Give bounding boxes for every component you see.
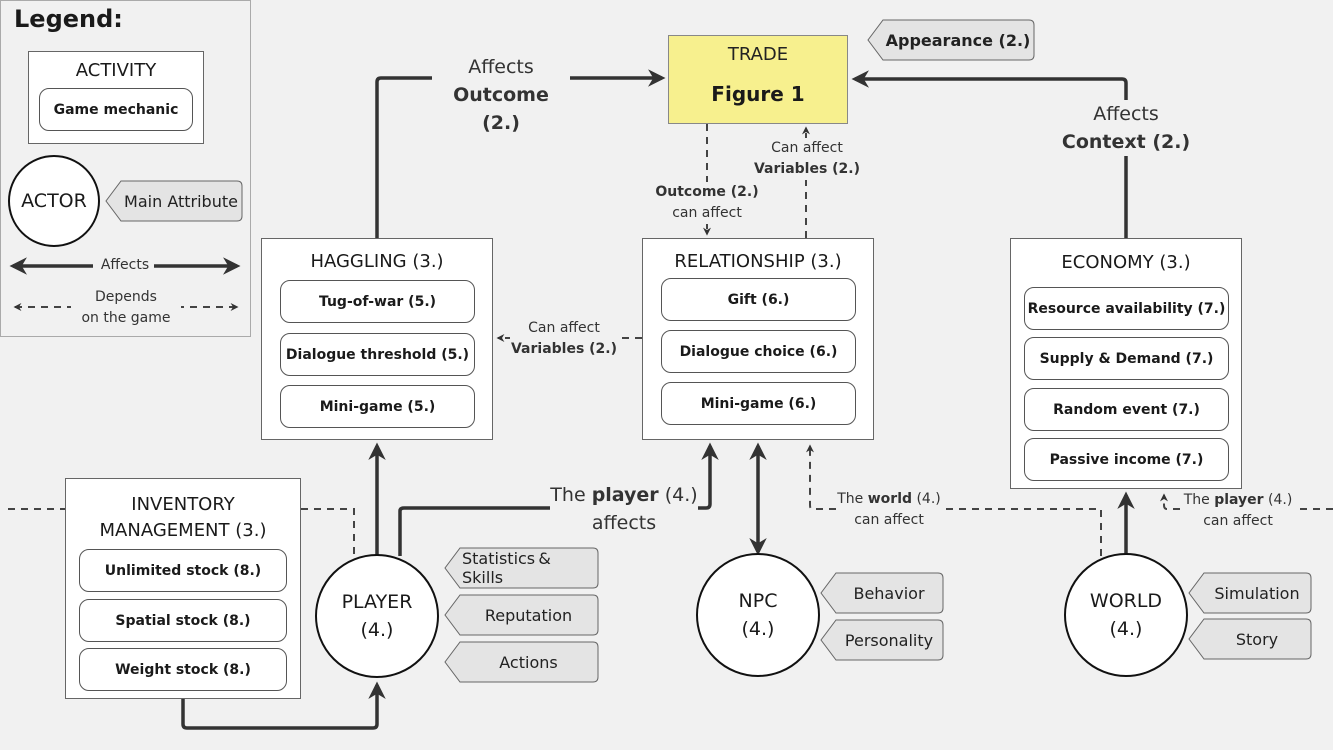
legend-activity-label: ACTIVITY: [75, 60, 157, 81]
mechanic-mini-game-haggling: Mini-game (5.): [280, 385, 475, 428]
trade-attribute-appearance: Appearance (2.): [867, 19, 1035, 61]
label-world-can-affect: The world (4.) can affect: [836, 489, 942, 531]
legend-depends-label: Depends on the game: [71, 287, 181, 329]
edge-haggling-trade: [375, 76, 432, 238]
activity-relationship: RELATIONSHIP (3.) Gift (6.) Dialogue cho…: [642, 238, 874, 440]
activity-inventory-management: INVENTORY MANAGEMENT (3.) Unlimited stoc…: [65, 478, 301, 699]
legend-attribute-tag: Main Attribute: [105, 180, 243, 222]
attribute-statistics-skills: Statistics & Skills: [444, 547, 599, 589]
label-can-affect-variables-haggling: Can affect Variables (2.): [510, 318, 618, 360]
legend-line-samples: [9, 257, 241, 311]
mechanic-spatial-stock: Spatial stock (8.): [79, 599, 287, 642]
legend-panel: Legend: ACTIVITY Game mechanic ACTOR Mai…: [0, 0, 251, 337]
attribute-reputation: Reputation: [444, 594, 599, 636]
attribute-story: Story: [1188, 618, 1312, 660]
label-affects-outcome: Affects Outcome (2.): [432, 53, 570, 137]
economy-title: ECONOMY (3.): [1061, 252, 1191, 273]
mechanic-mini-game-relationship: Mini-game (6.): [661, 382, 856, 425]
label-can-affect-variables-trade: Can affect Variables (2.): [752, 138, 862, 180]
legend-mechanic-label: Game mechanic: [39, 88, 193, 131]
inventory-title-line2: MANAGEMENT (3.): [99, 520, 267, 541]
attribute-personality: Personality: [820, 619, 944, 661]
mechanic-gift: Gift (6.): [661, 278, 856, 321]
label-player-can-affect-economy: The player (4.) can affect: [1182, 490, 1294, 532]
inventory-title-line1: INVENTORY: [131, 494, 235, 515]
mechanic-unlimited-stock: Unlimited stock (8.): [79, 549, 287, 592]
trade-subtitle: Figure 1: [711, 82, 805, 106]
trade-title: TRADE: [727, 44, 789, 65]
mechanic-resource-availability: Resource availability (7.): [1024, 287, 1229, 330]
mechanic-dialogue-threshold: Dialogue threshold (5.): [280, 333, 475, 376]
label-affects-context: Affects Context (2.): [1060, 100, 1192, 156]
actor-npc: NPC (4.): [696, 553, 820, 677]
haggling-title: HAGGLING (3.): [310, 251, 444, 272]
legend-activity-box: ACTIVITY Game mechanic: [28, 51, 204, 144]
edge-inventory-player: [181, 681, 386, 730]
mechanic-supply-demand: Supply & Demand (7.): [1024, 337, 1229, 380]
mechanic-tug-of-war: Tug-of-war (5.): [280, 280, 475, 323]
legend-actor-circle: ACTOR: [8, 155, 100, 247]
activity-haggling: HAGGLING (3.) Tug-of-war (5.) Dialogue t…: [261, 238, 493, 440]
mechanic-dialogue-choice: Dialogue choice (6.): [661, 330, 856, 373]
attribute-actions: Actions: [444, 641, 599, 683]
legend-title: Legend:: [14, 5, 123, 33]
relationship-title: RELATIONSHIP (3.): [674, 251, 842, 272]
label-player-affects: The player (4.) affects: [550, 481, 698, 537]
actor-world: WORLD (4.): [1064, 553, 1188, 677]
mechanic-weight-stock: Weight stock (8.): [79, 648, 287, 691]
mechanic-passive-income: Passive income (7.): [1024, 438, 1229, 481]
activity-economy: ECONOMY (3.) Resource availability (7.) …: [1010, 238, 1242, 489]
attribute-behavior: Behavior: [820, 572, 944, 614]
mechanic-random-event: Random event (7.): [1024, 388, 1229, 431]
actor-player: PLAYER (4.): [315, 554, 439, 678]
label-outcome-can-affect: Outcome (2.) can affect: [652, 182, 762, 224]
legend-actor-label: ACTOR: [21, 190, 87, 212]
attribute-simulation: Simulation: [1188, 572, 1312, 614]
legend-affects-label: Affects: [96, 257, 154, 273]
trade-box: TRADE Figure 1: [668, 35, 848, 124]
edge-player-relationship: [398, 506, 550, 556]
